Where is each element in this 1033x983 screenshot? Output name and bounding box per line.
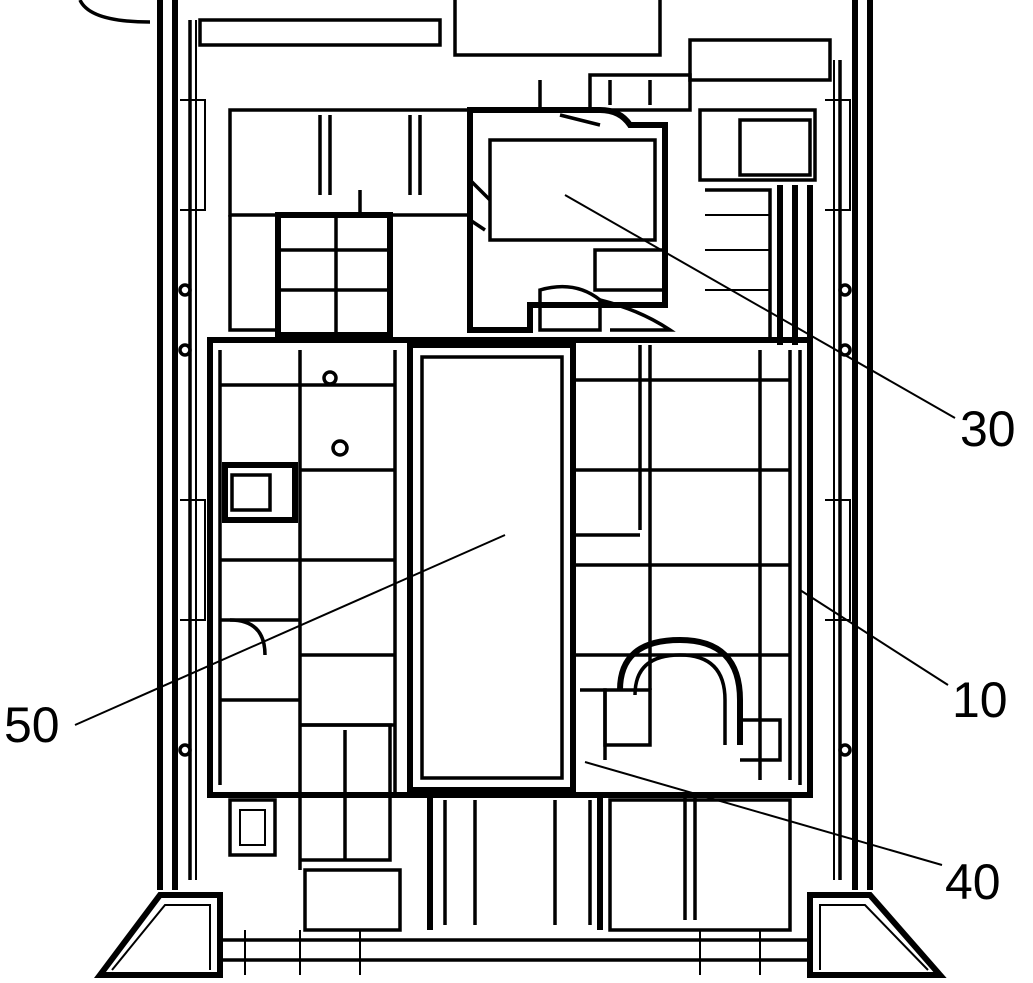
component-50: [407, 342, 576, 793]
leader-line-40: [584, 761, 943, 866]
left-upper-compartments: [228, 108, 472, 338]
outer-housing: [78, 0, 873, 890]
leader-lines: [74, 194, 956, 866]
main-frame: [207, 337, 813, 870]
leader-line-30: [564, 194, 956, 419]
reference-numeral-50: 50: [4, 697, 60, 753]
component-40: [228, 723, 792, 932]
component-10: [571, 345, 792, 790]
component-30: [467, 73, 692, 333]
leader-line-10: [799, 589, 949, 686]
reference-numeral-10: 10: [952, 672, 1008, 728]
reference-numeral-40: 40: [945, 854, 1001, 910]
right-upper-parts: [698, 108, 817, 345]
leader-line-50: [74, 534, 506, 726]
reference-numeral-30: 30: [960, 401, 1016, 457]
base-feet: [94, 892, 947, 978]
wall-fasteners: [178, 99, 852, 757]
